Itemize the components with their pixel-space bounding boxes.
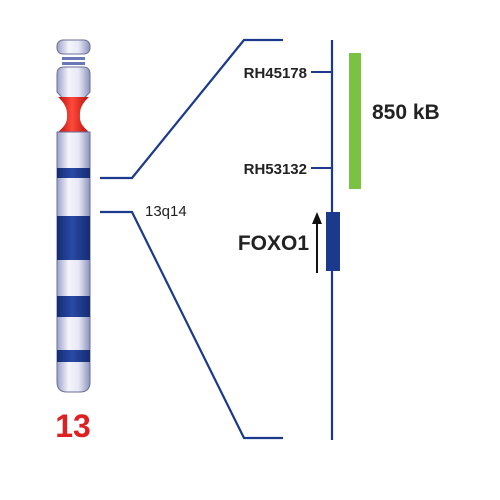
chromosome-band-13q14 [57, 216, 90, 260]
chromosome-band [57, 350, 90, 362]
region-size-label: 850 kB [372, 101, 440, 124]
chromosome-p-arm-top [56, 39, 91, 55]
gene-box [326, 212, 340, 271]
chromosome-stalk [62, 62, 85, 65]
gene-direction-arrowhead [312, 212, 322, 224]
zoom-guide-upper [100, 38, 283, 180]
chromosome-band [57, 168, 90, 178]
region-bar [349, 53, 361, 189]
chromosome-number: 13 [55, 408, 91, 444]
chromosome-band [57, 296, 90, 317]
gene-label: FOXO1 [238, 232, 310, 255]
chromosome-q-arm [56, 131, 91, 393]
chromosome-centromere [58, 97, 89, 132]
zoom-guide-lower [100, 210, 283, 440]
marker-label-bottom: RH53132 [244, 161, 307, 178]
marker-label-top: RH45178 [244, 65, 307, 82]
band-label: 13q14 [145, 203, 187, 220]
chromosome-stalk [62, 57, 85, 60]
